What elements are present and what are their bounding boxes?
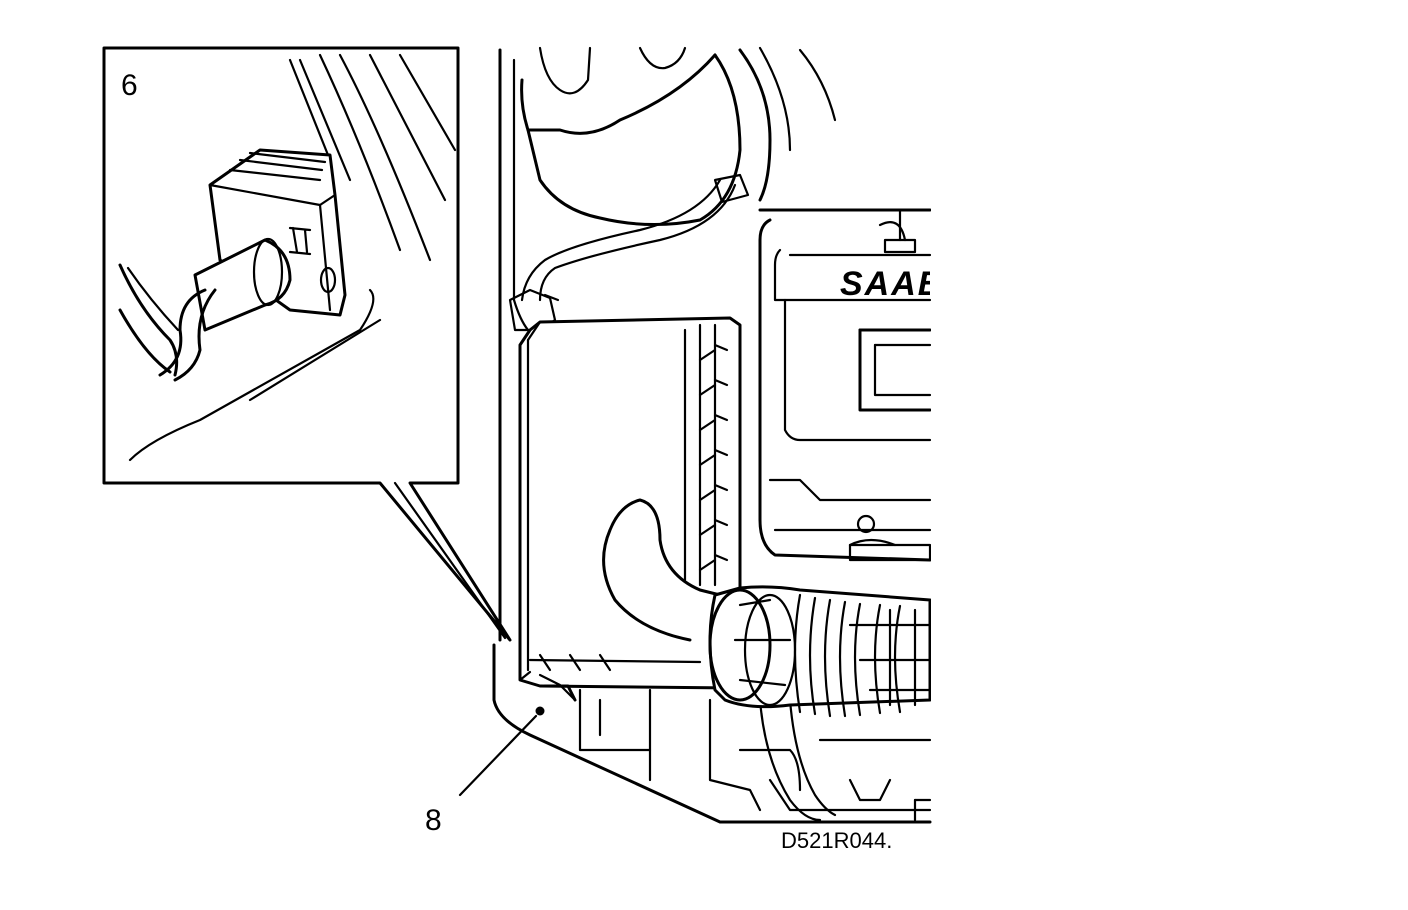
logo-text: SAAB (840, 265, 944, 303)
callout-label-6: 6 (121, 69, 138, 102)
engine-bay-drawing (492, 46, 932, 824)
crop-mask (931, 200, 991, 820)
callout-8-leader (458, 706, 545, 797)
figure-code: D521R044. (781, 828, 892, 853)
air-filter-housing (518, 316, 932, 718)
detail-inset (102, 46, 512, 642)
callout-label-8: 8 (425, 804, 442, 837)
